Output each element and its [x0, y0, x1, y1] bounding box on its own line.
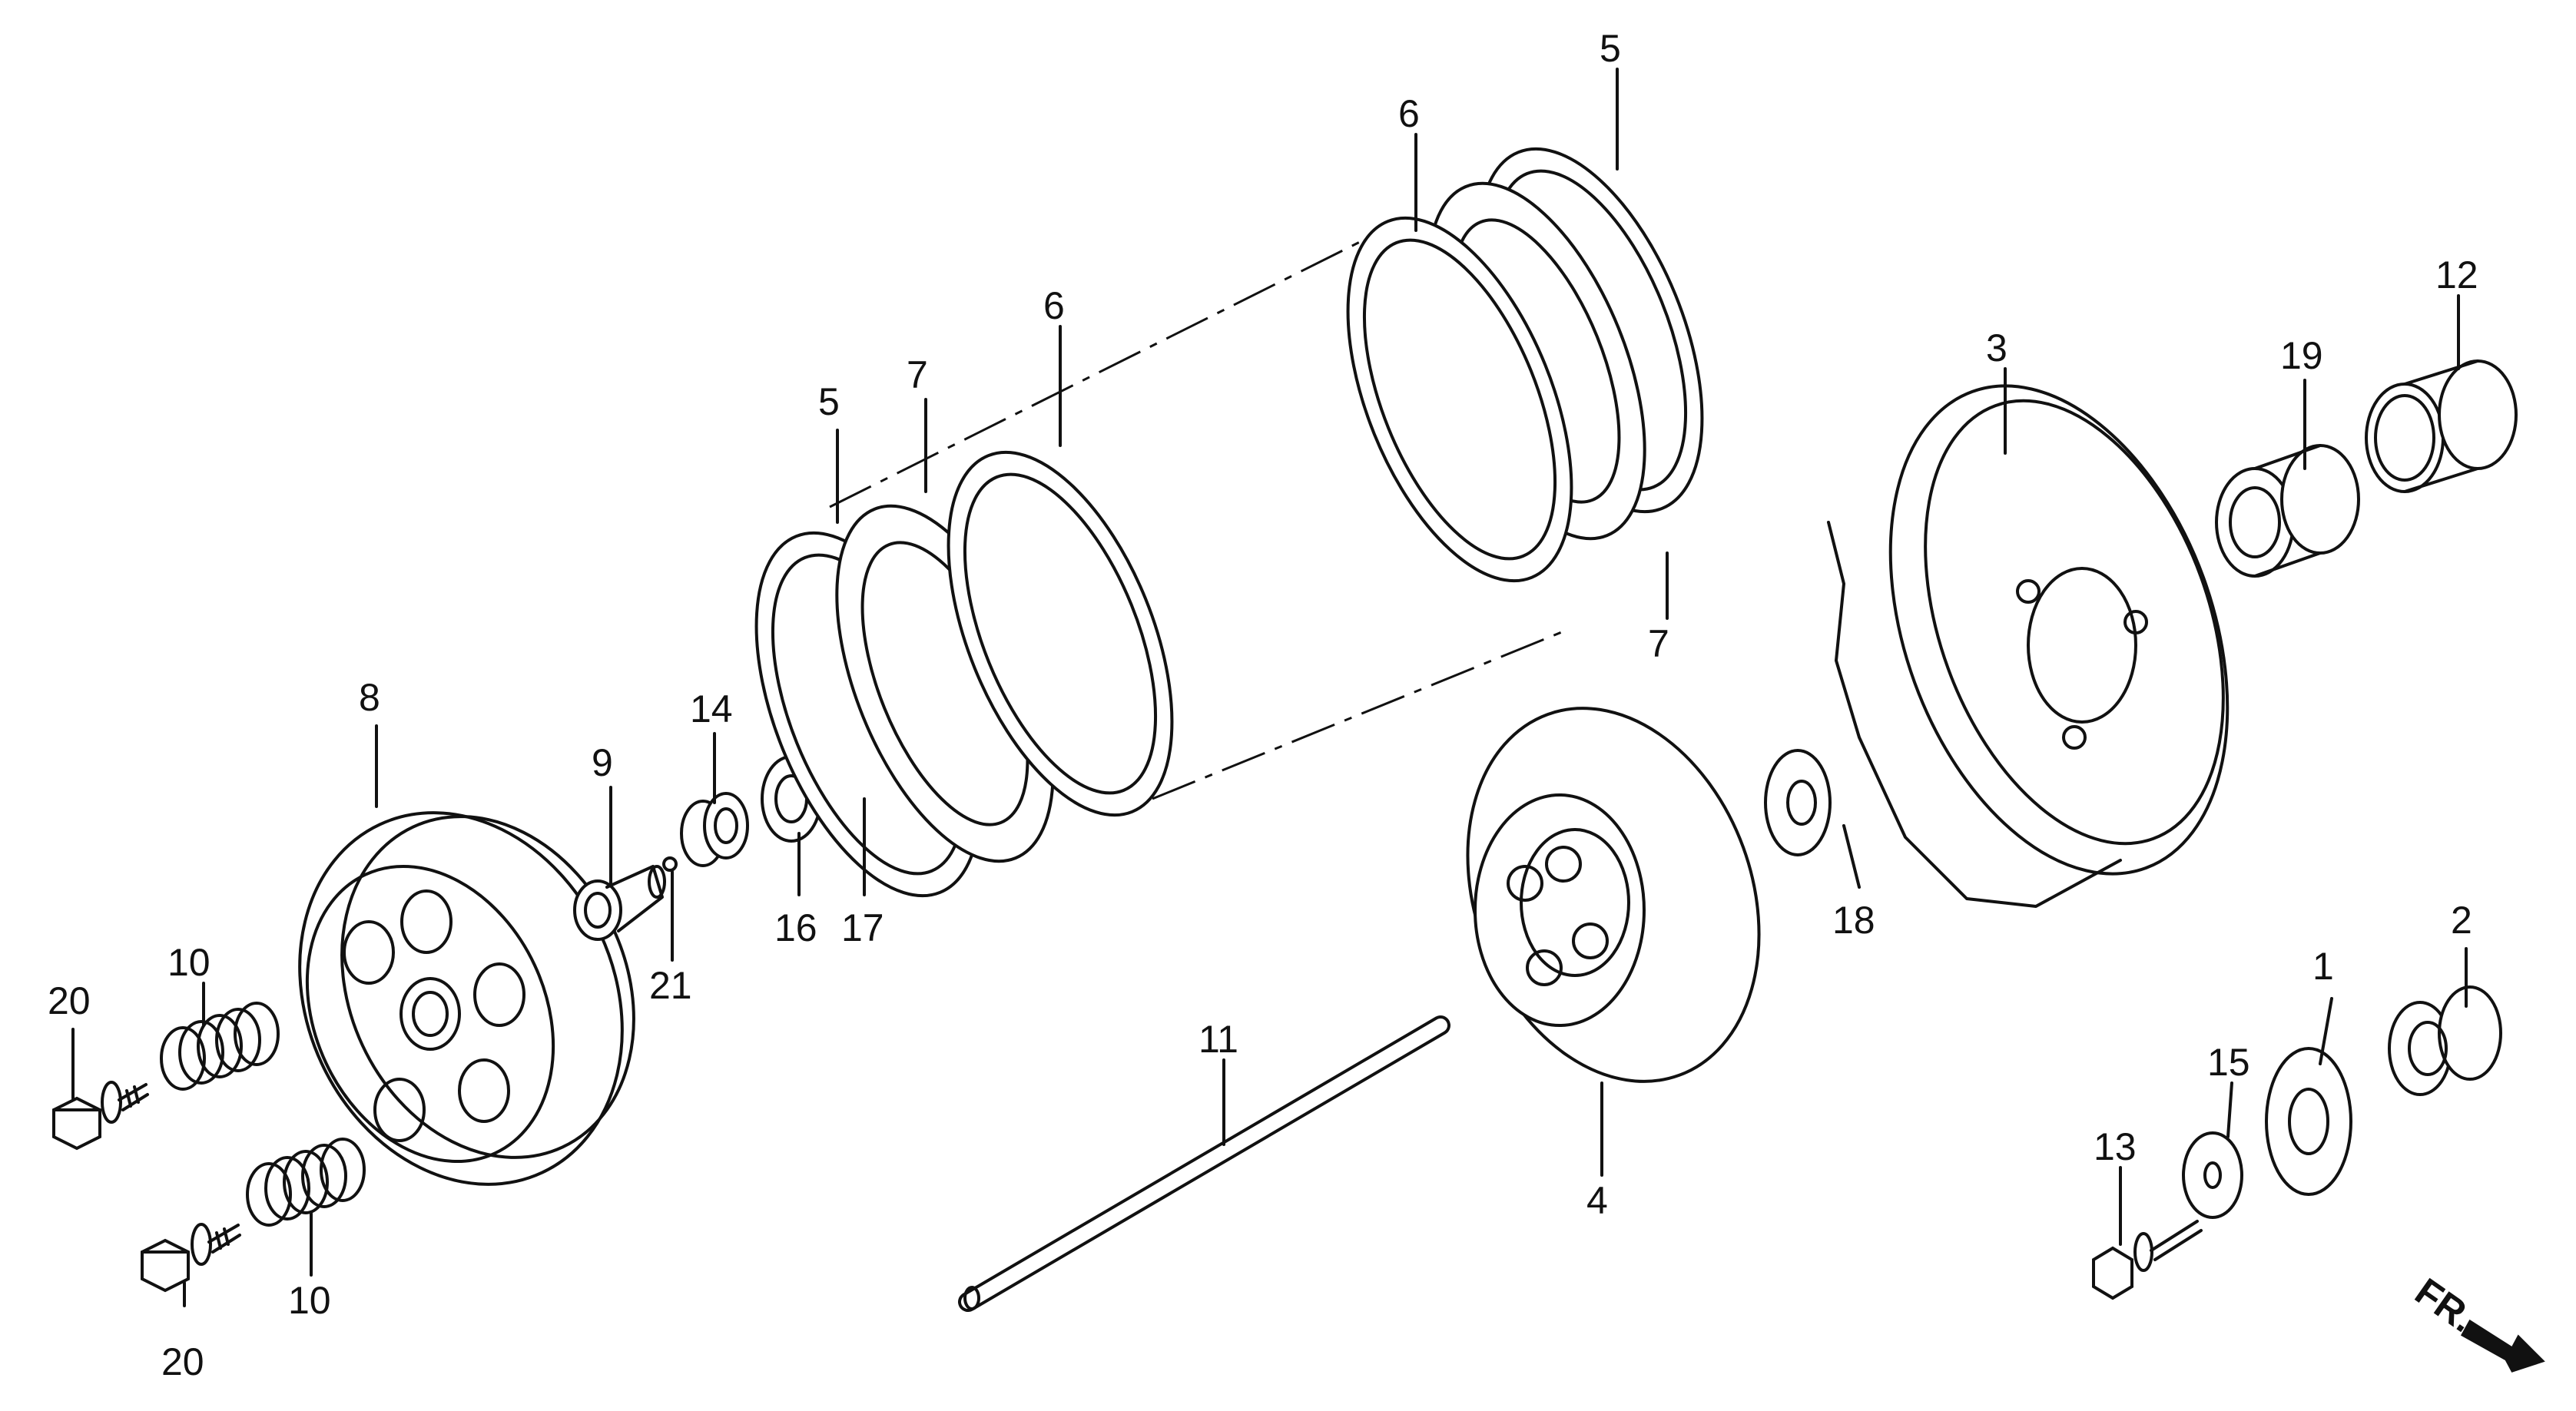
- steel-ball: [662, 856, 678, 872]
- leader-lines: [71, 68, 2468, 1307]
- callout-4: 4: [1586, 1179, 1608, 1222]
- callout-19: 19: [2280, 334, 2323, 377]
- callout-9: 9: [592, 741, 613, 784]
- callout-12: 12: [2435, 253, 2478, 296]
- friction-disc-front-2: [947, 450, 1174, 817]
- callout-6-rear: 6: [1398, 92, 1420, 135]
- friction-disc-rear-2: [1346, 216, 1573, 583]
- callout-5-front: 5: [818, 380, 840, 423]
- gear-bolt: [2092, 1220, 2203, 1300]
- front-direction-arrow: FR.: [2408, 1270, 2545, 1373]
- gear-washer: [2182, 1131, 2243, 1219]
- callout-3: 3: [1986, 326, 2007, 369]
- callout-7-front: 7: [907, 353, 928, 396]
- clutch-spring-upper: [160, 1002, 280, 1091]
- callout-20-upper: 20: [48, 979, 91, 1022]
- callout-20-lower: 20: [161, 1340, 204, 1383]
- callout-1: 1: [2312, 945, 2334, 988]
- callout-16: 16: [774, 906, 817, 949]
- clutch-spring-lower: [246, 1138, 366, 1227]
- thrust-washer: [1764, 749, 1832, 856]
- lifter-bearing: [680, 792, 749, 867]
- callout-18: 18: [1832, 899, 1875, 942]
- callout-10-upper: 10: [167, 941, 211, 984]
- assembly-axis-lines: [829, 229, 1568, 800]
- pressure-plate: [298, 811, 635, 1186]
- clutch-center: [1466, 707, 1761, 1083]
- needle-bearing: [2215, 444, 2360, 578]
- callout-10-lower: 10: [288, 1279, 331, 1322]
- clutch-push-rod: [958, 1015, 1450, 1312]
- callout-17: 17: [841, 906, 884, 949]
- callout-8: 8: [359, 676, 380, 719]
- clutch-outer: [1827, 384, 2230, 908]
- ball-bearing: [2388, 985, 2502, 1096]
- callout-13: 13: [2094, 1125, 2137, 1168]
- callout-15: 15: [2207, 1041, 2250, 1084]
- primary-drive-gear: [2265, 1047, 2352, 1196]
- callout-7-rear: 7: [1648, 622, 1669, 665]
- callout-21: 21: [649, 964, 692, 1007]
- callout-5-rear: 5: [1600, 27, 1621, 70]
- callout-2: 2: [2451, 899, 2472, 942]
- callout-6-front: 6: [1043, 284, 1065, 327]
- outer-guide-collar: [2365, 359, 2518, 493]
- callout-labels: 1 2 3 4 5 5 6 6 7 7 8 9 10 10 11 12 13 1…: [48, 27, 2478, 1383]
- lifter-piece: [573, 865, 666, 941]
- callout-11: 11: [1198, 1018, 1238, 1061]
- bolt-upper: [52, 1081, 149, 1151]
- bolt-lower: [141, 1223, 241, 1293]
- callout-14: 14: [690, 687, 733, 730]
